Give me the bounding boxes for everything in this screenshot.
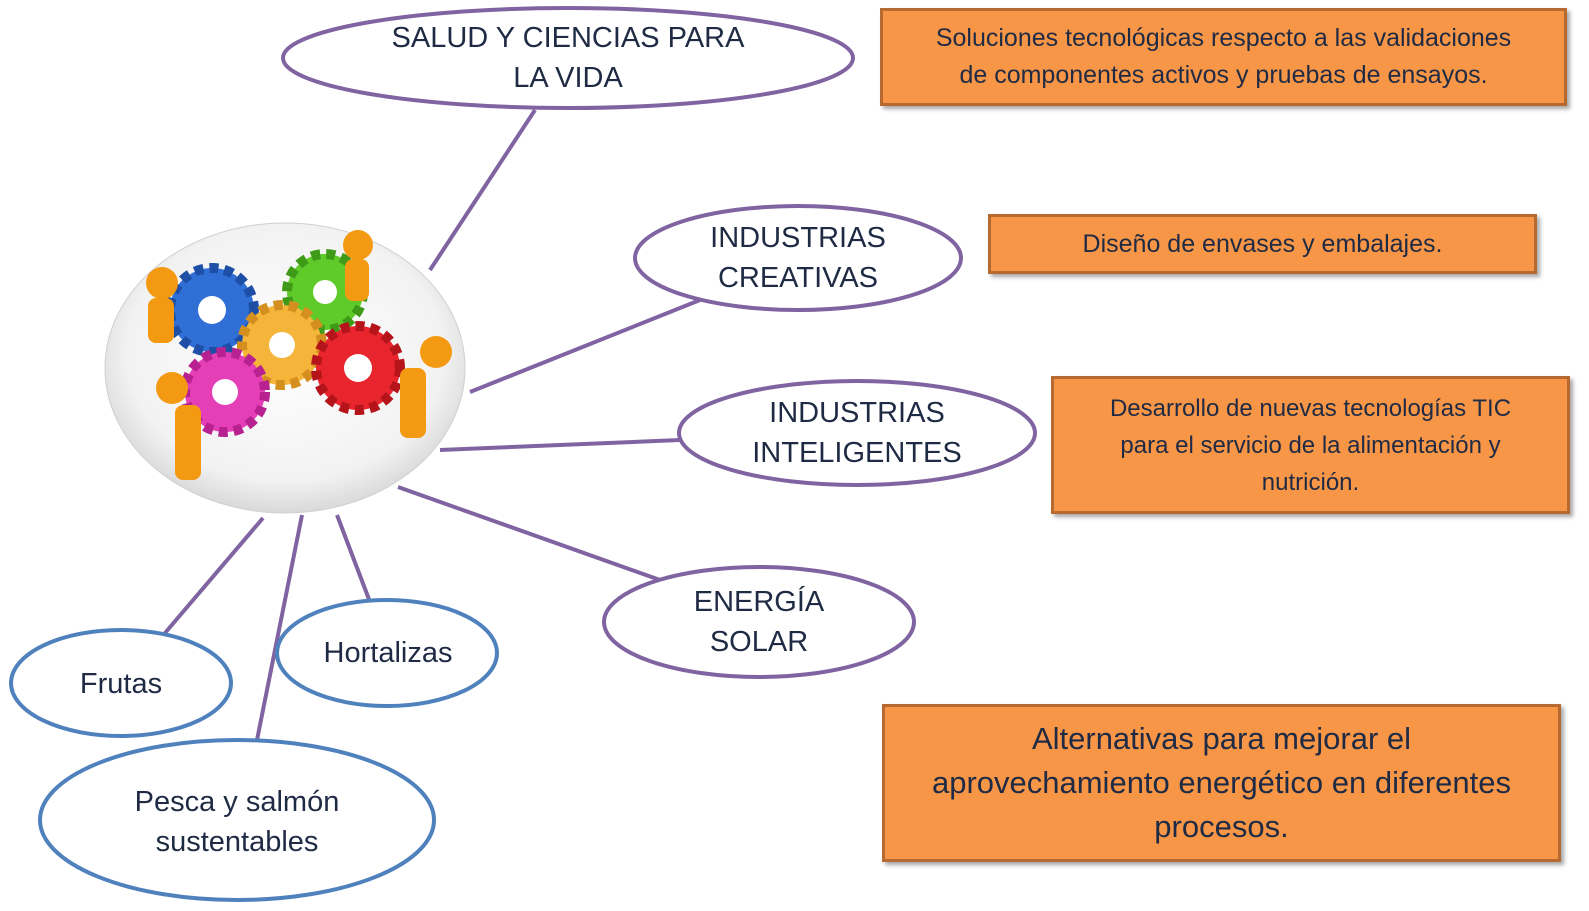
- central-gears-illustration: [104, 222, 466, 514]
- node-creativas-shape: [633, 204, 963, 312]
- connector-salud: [428, 108, 537, 272]
- gear-icon: [165, 263, 259, 357]
- node-hortalizas-label: Hortalizas: [323, 637, 453, 669]
- node-inteligentes-label: INDUSTRIAS INTELIGENTES: [752, 397, 962, 469]
- node-energia-label: ENERGÍA SOLAR: [693, 586, 825, 658]
- node-frutas-shape: [9, 628, 233, 738]
- connector-energia: [397, 485, 661, 582]
- node-creativas-label: INDUSTRIAS CREATIVAS: [710, 222, 886, 294]
- node-pesca-label: Pesca y salmón sustentables: [134, 786, 340, 858]
- person-figure-icon: [146, 267, 178, 343]
- person-figure-icon: [343, 230, 373, 301]
- node-energia-shape: [602, 565, 916, 679]
- node-salud-shape: [281, 6, 855, 110]
- node-inteligentes-shape: [677, 379, 1037, 487]
- connector-lines: [163, 108, 701, 746]
- person-figure-icon: [156, 372, 201, 480]
- connector-creativas: [469, 298, 701, 394]
- box-energia-description: Alternativas para mejorar el aprovechami…: [882, 704, 1561, 862]
- connector-inteligentes: [439, 438, 681, 452]
- node-frutas-label: Frutas: [79, 668, 163, 700]
- connector-hortalizas: [335, 514, 372, 603]
- node-salud-label: SALUD Y CIENCIAS PARA LA VIDA: [391, 22, 745, 94]
- connector-pesca: [254, 514, 304, 746]
- node-hortalizas-shape: [275, 598, 499, 708]
- person-figure-icon: [400, 336, 452, 438]
- gear-icon: [311, 321, 405, 415]
- box-inteligentes-description: Desarrollo de nuevas tecnologías TIC par…: [1051, 376, 1570, 514]
- box-salud-description: Soluciones tecnológicas respecto a las v…: [880, 8, 1567, 106]
- node-pesca-shape: [38, 738, 436, 902]
- box-creativas-description: Diseño de envases y embalajes.: [988, 214, 1537, 274]
- connector-frutas: [163, 516, 265, 635]
